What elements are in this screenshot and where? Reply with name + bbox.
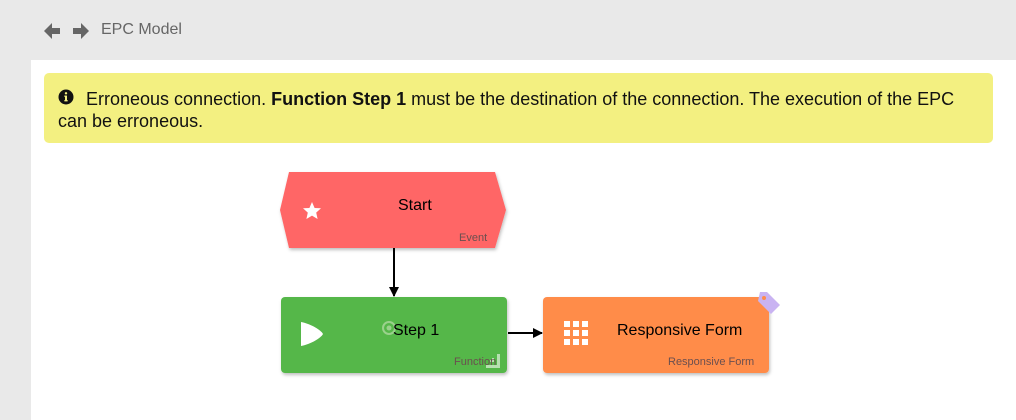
step1-label: Step 1 [393, 322, 440, 339]
info-circle-icon [58, 89, 74, 105]
start-label: Start [398, 197, 432, 214]
star-icon [303, 202, 321, 219]
epc-canvas[interactable]: Start Event Step 1 Function Responsive F… [31, 156, 1016, 420]
play-icon [301, 322, 323, 346]
alert-text-start: Erroneous connection. [86, 89, 272, 109]
tag-icon [758, 292, 780, 314]
header-bar: EPC Model [0, 0, 1016, 60]
epc-diagram [280, 172, 780, 373]
alert-message: Erroneous connection. Function Step 1 mu… [58, 88, 980, 132]
step1-type: Function [454, 356, 497, 368]
arrow-right-icon [73, 23, 89, 39]
arrow-left-icon [44, 23, 60, 39]
forward-button[interactable] [70, 20, 92, 42]
alert-text-end: must be the destination of the connectio… [58, 89, 955, 131]
start-event-shape[interactable] [280, 172, 506, 248]
resize-handle-icon[interactable] [486, 354, 500, 368]
main-panel: Erroneous connection. Function Step 1 mu… [31, 60, 1016, 420]
responsive-form-label: Responsive Form [617, 322, 743, 339]
grid-icon [564, 321, 588, 345]
connection-anchor-icon[interactable] [382, 321, 396, 335]
alert-text-emphasis: Function Step 1 [271, 89, 407, 109]
page-title: EPC Model [101, 21, 182, 38]
responsive-form-shape[interactable] [543, 297, 769, 373]
start-type: Event [459, 232, 488, 244]
step1-function-shape[interactable] [281, 297, 507, 373]
error-alert: Erroneous connection. Function Step 1 mu… [44, 73, 993, 143]
responsive-form-type: Responsive Form [668, 356, 755, 368]
back-button[interactable] [41, 20, 63, 42]
